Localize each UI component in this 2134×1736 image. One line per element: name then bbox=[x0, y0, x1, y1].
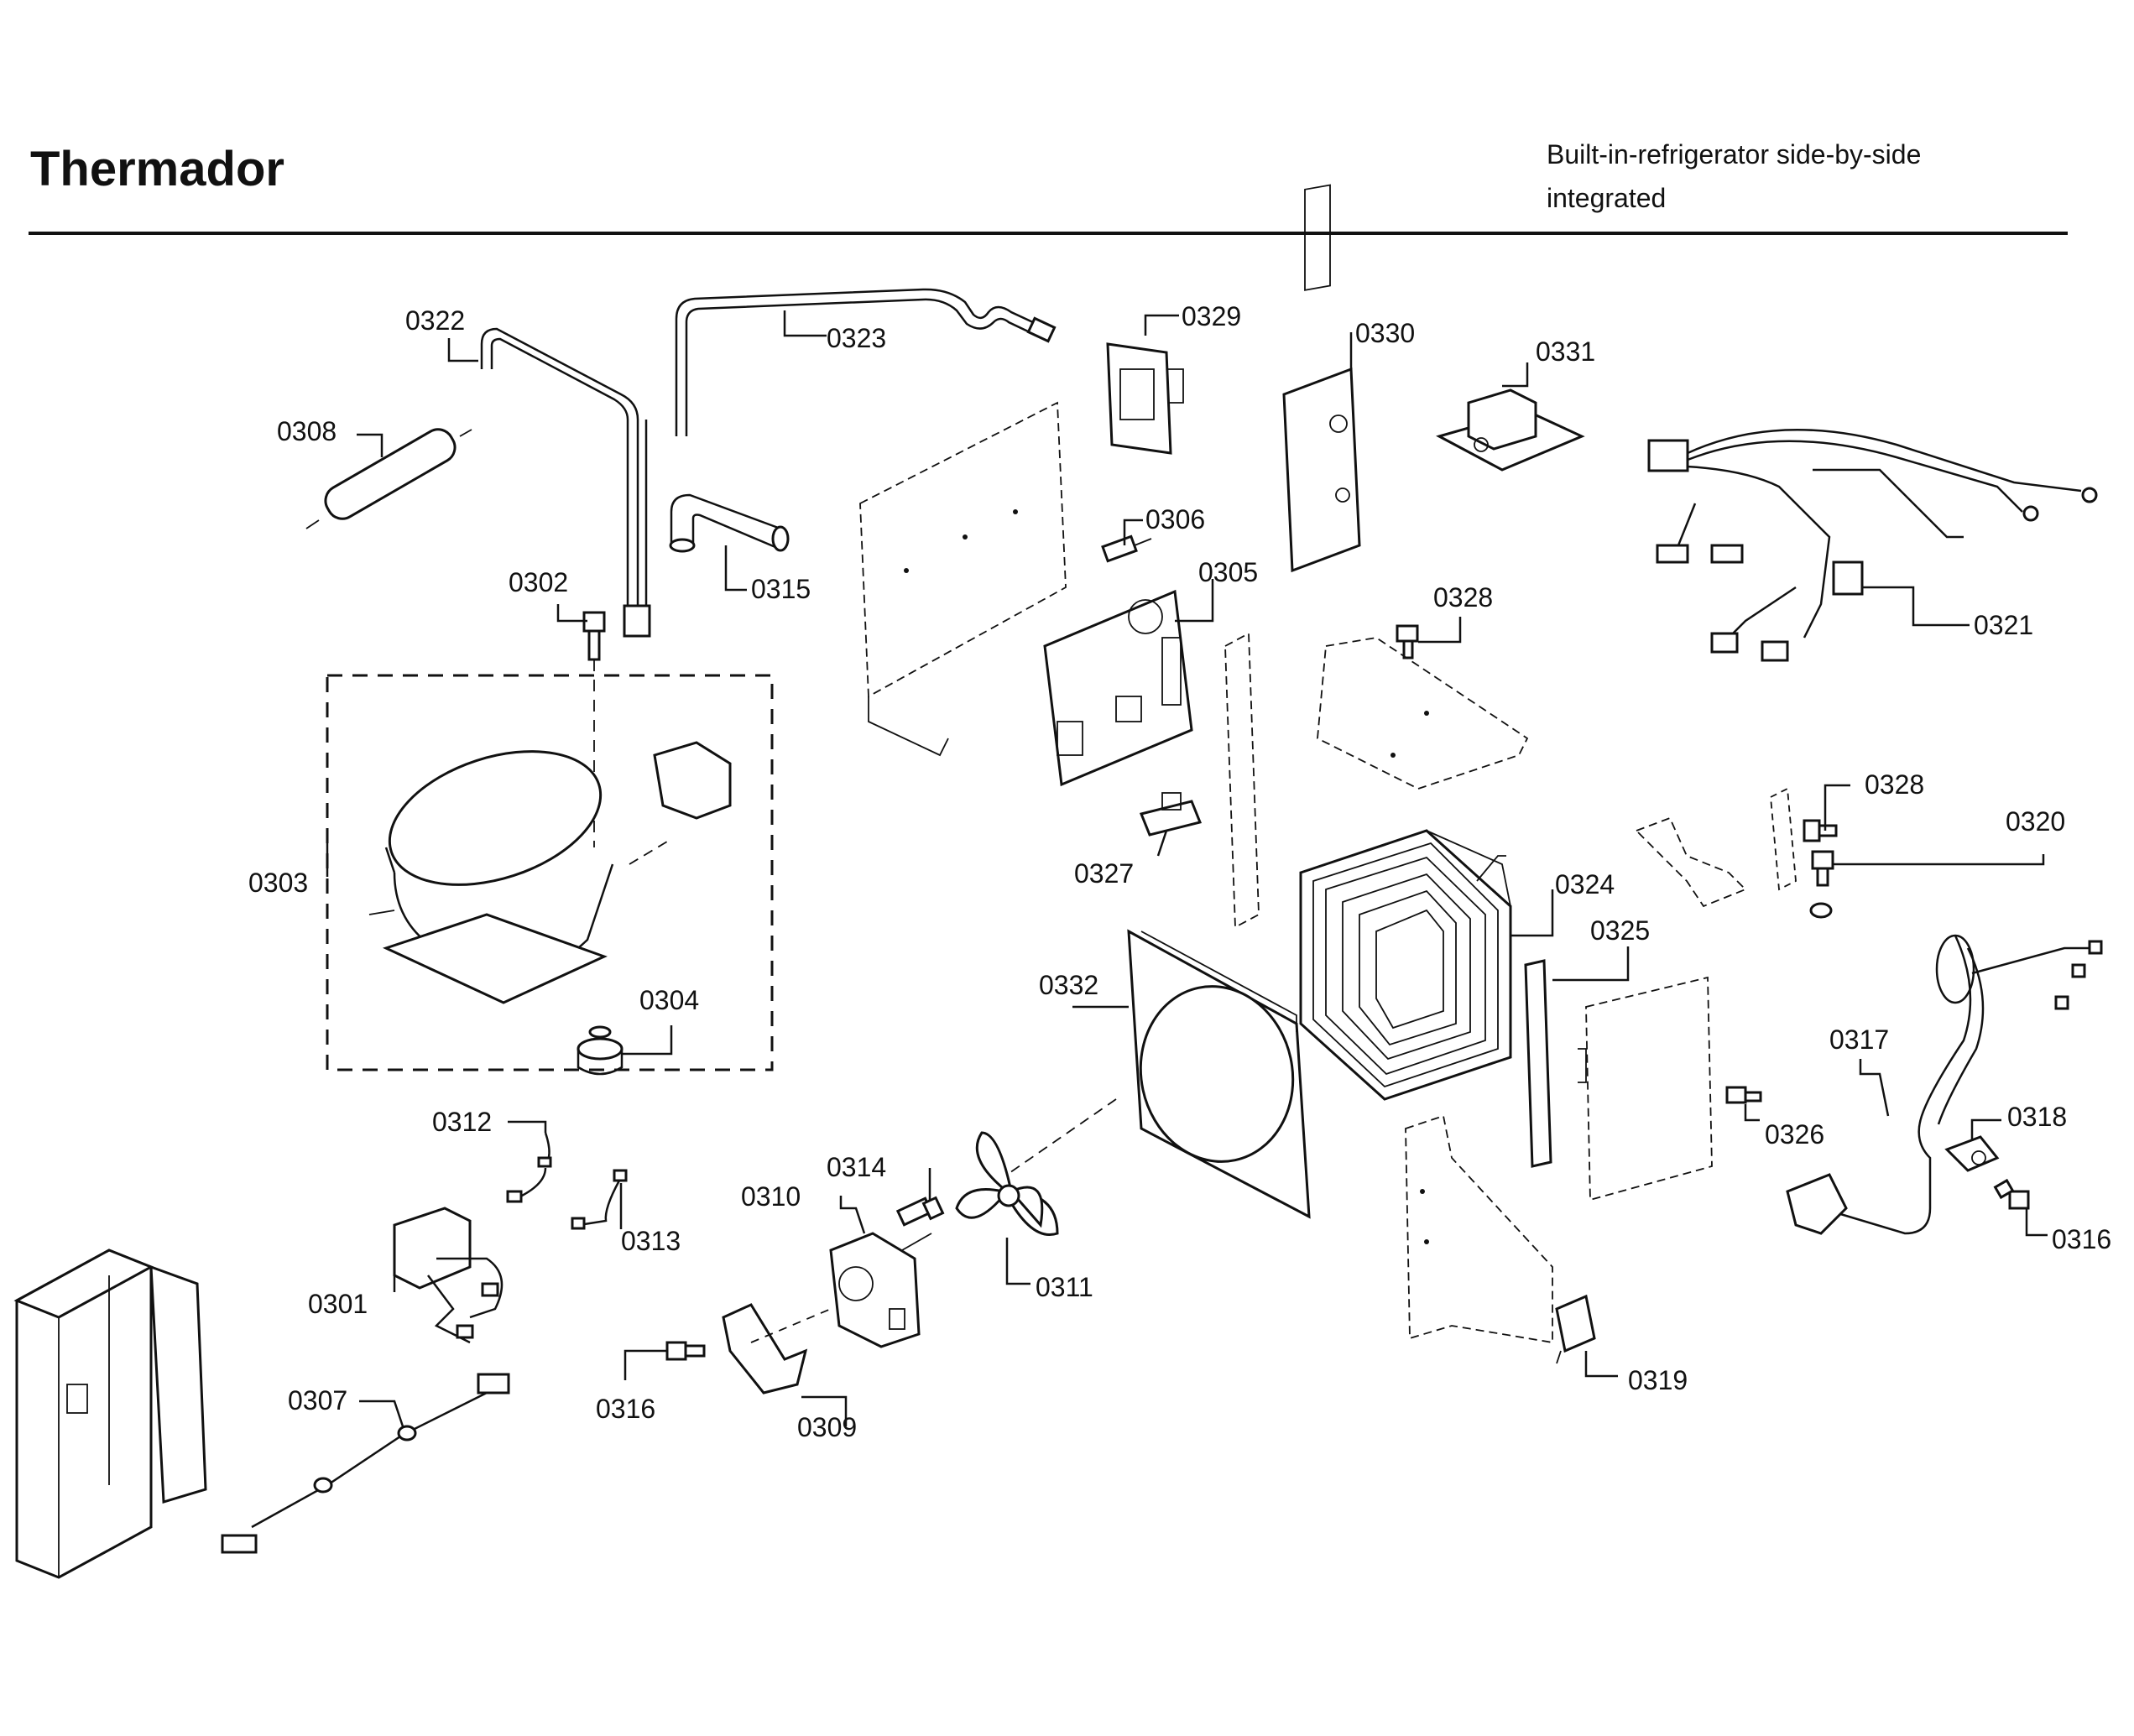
callout-0314: 0314 bbox=[827, 1152, 886, 1182]
callout-0308: 0308 bbox=[277, 416, 337, 446]
callout-0324: 0324 bbox=[1555, 869, 1615, 899]
header-divider bbox=[29, 232, 2068, 235]
part-0332-fan-shroud bbox=[1006, 929, 1311, 1219]
callout-0309: 0309 bbox=[797, 1412, 857, 1442]
part-evaporator-cover bbox=[1317, 637, 1529, 790]
part-0324-evaporator-coil bbox=[1299, 829, 1512, 1101]
callout-0328-upper: 0328 bbox=[1433, 582, 1493, 613]
part-0328-bracket-lower bbox=[1635, 787, 1838, 908]
part-0322-tube bbox=[480, 327, 651, 638]
callout-0328-lower: 0328 bbox=[1865, 769, 1924, 800]
part-vertical-strip bbox=[1224, 632, 1260, 929]
callout-0330: 0330 bbox=[1355, 318, 1415, 348]
callout-0301: 0301 bbox=[308, 1289, 368, 1319]
leader-lines bbox=[326, 310, 2048, 1427]
part-mounting-bracket bbox=[859, 401, 1067, 757]
part-0316-screw-left bbox=[665, 1341, 706, 1361]
part-0328-screw-upper bbox=[1396, 624, 1419, 659]
part-0329-control-board bbox=[1106, 342, 1184, 455]
part-0326-screw bbox=[1725, 1086, 1762, 1104]
refrigerator-cabinet-icon bbox=[13, 1249, 207, 1579]
callout-0315: 0315 bbox=[751, 574, 811, 604]
part-0314-screw bbox=[895, 1196, 945, 1227]
part-0319-control bbox=[1555, 1294, 1596, 1364]
callout-0329: 0329 bbox=[1182, 301, 1241, 331]
callout-0322: 0322 bbox=[405, 305, 465, 336]
part-0323-tube bbox=[675, 288, 1057, 436]
brand-title: Thermador bbox=[30, 142, 284, 196]
callout-0317: 0317 bbox=[1829, 1024, 1889, 1055]
part-0311-fan-blade bbox=[955, 1131, 1059, 1236]
callout-0305: 0305 bbox=[1198, 557, 1258, 587]
part-0303-compressor bbox=[368, 741, 732, 1004]
model-description: Built-in-refrigerator side-by-side integ… bbox=[1547, 133, 1921, 220]
part-0325-insulation-strip bbox=[1524, 959, 1552, 1168]
callout-0313: 0313 bbox=[621, 1226, 681, 1256]
callout-0316-right: 0316 bbox=[2052, 1224, 2111, 1254]
part-0312-sensor bbox=[506, 1132, 552, 1203]
part-0331-transformer-board bbox=[1436, 388, 1585, 472]
model-description-line-1: Built-in-refrigerator side-by-side bbox=[1547, 139, 1922, 169]
callout-0319: 0319 bbox=[1628, 1365, 1688, 1395]
part-0313-sensor bbox=[571, 1169, 628, 1230]
callout-0326: 0326 bbox=[1765, 1119, 1824, 1150]
part-0318-clamp bbox=[1944, 1135, 2000, 1172]
part-0303-compressor-group-box bbox=[326, 674, 774, 1071]
callout-0311: 0311 bbox=[1036, 1272, 1093, 1302]
callout-0320: 0320 bbox=[2006, 806, 2065, 837]
part-0317-power-cord bbox=[1786, 934, 2103, 1235]
part-0315-elbow-tube bbox=[669, 493, 790, 553]
part-0316-screw-right bbox=[1993, 1178, 2030, 1210]
part-0306-connector bbox=[1101, 534, 1152, 563]
part-0309-motor-bracket bbox=[722, 1303, 832, 1395]
callout-0327: 0327 bbox=[1074, 858, 1134, 889]
callout-0307: 0307 bbox=[288, 1385, 347, 1415]
callout-0302: 0302 bbox=[509, 567, 568, 597]
part-0304-grommet bbox=[577, 1025, 624, 1076]
callout-0331: 0331 bbox=[1536, 336, 1595, 367]
part-0319-bracket bbox=[1405, 1114, 1553, 1344]
part-0327-relay bbox=[1139, 792, 1203, 837]
part-0320-screw bbox=[1809, 850, 1834, 919]
callout-0312: 0312 bbox=[432, 1107, 492, 1137]
part-0305-power-board bbox=[1043, 589, 1193, 787]
callout-0323: 0323 bbox=[827, 323, 886, 353]
part-0325-panel bbox=[1578, 976, 1713, 1202]
part-0308-filter-drier bbox=[305, 428, 472, 529]
part-0321-wire-harness bbox=[1647, 429, 2098, 662]
model-description-line-2: integrated bbox=[1547, 183, 1667, 213]
callout-0332: 0332 bbox=[1039, 970, 1098, 1000]
callout-0321: 0321 bbox=[1974, 610, 2033, 640]
callout-0306: 0306 bbox=[1145, 504, 1205, 534]
callout-0303: 0303 bbox=[248, 868, 308, 898]
callout-0310: 0310 bbox=[741, 1181, 801, 1212]
callout-0316-left: 0316 bbox=[596, 1394, 655, 1424]
callout-0318: 0318 bbox=[2007, 1102, 2067, 1132]
callout-0304: 0304 bbox=[639, 985, 699, 1015]
callout-0325: 0325 bbox=[1590, 915, 1650, 946]
part-0307-wire-harness bbox=[221, 1373, 510, 1554]
part-0301-transformer bbox=[393, 1207, 503, 1344]
part-0330-main-board bbox=[1282, 184, 1361, 573]
part-0310-fan-motor bbox=[829, 1232, 932, 1348]
